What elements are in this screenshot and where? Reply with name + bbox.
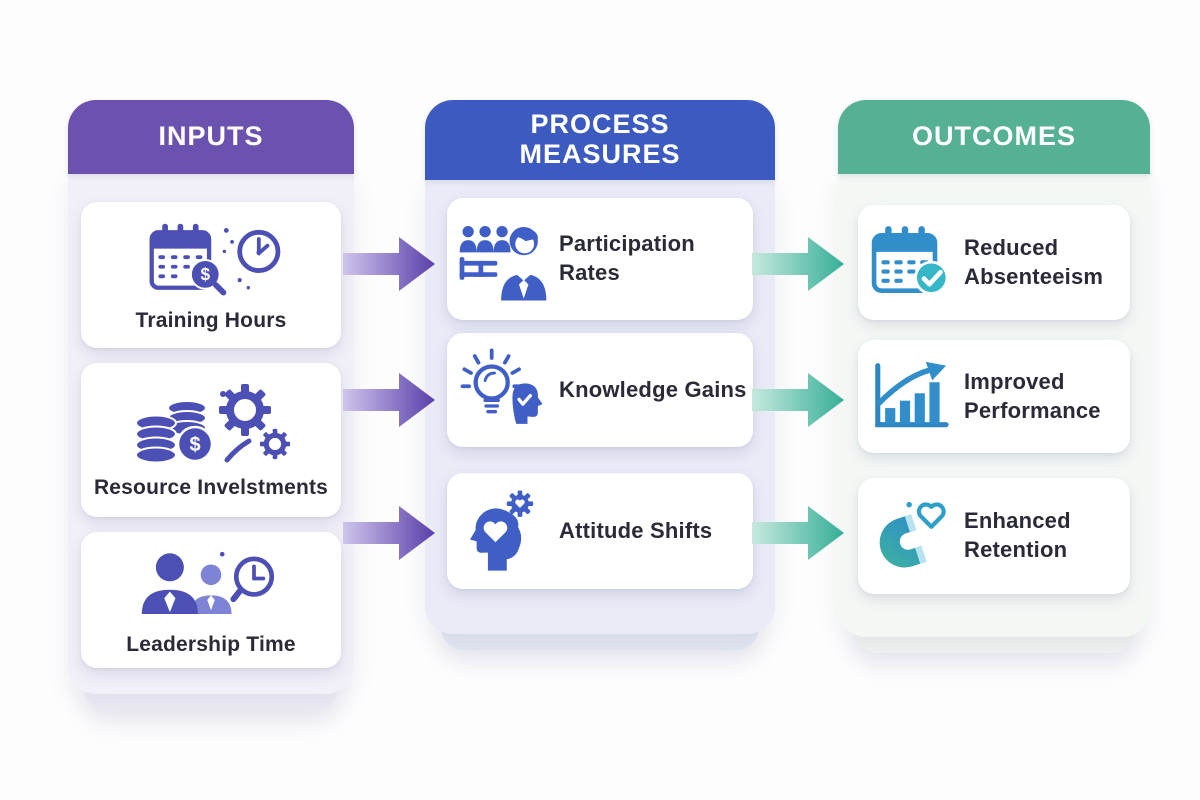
card-training-hours: $ Training Hours: [81, 202, 341, 348]
svg-text:$: $: [200, 264, 210, 284]
column-process-measures: PROCESS MEASURES: [425, 100, 775, 650]
card-label: Leadership Time: [126, 633, 296, 656]
outcomes-header: OUTCOMES: [838, 100, 1150, 174]
arrow-inputs-to-process-3: [343, 506, 435, 560]
process-measures-title: PROCESS MEASURES: [519, 109, 681, 169]
arrow-process-to-outcomes-1: [752, 237, 844, 291]
audience-presenter-icon: [447, 215, 559, 303]
card-label: Reduced Absenteeism: [964, 234, 1104, 289]
arrow-process-to-outcomes-3: [752, 506, 844, 560]
card-improved-performance: Improved Performance: [858, 340, 1130, 453]
card-label: Enhanced Retention: [964, 508, 1071, 562]
outcomes-title: OUTCOMES: [911, 121, 1076, 152]
business-people-clock-icon: [123, 543, 299, 629]
column-outcomes: OUTCOMES Redu: [838, 100, 1150, 653]
coins-dollar-gears-icon: $: [123, 380, 299, 472]
column-inputs: INPUTS $: [68, 100, 354, 710]
svg-text:$: $: [189, 434, 200, 456]
card-leadership-time: Leadership Time: [81, 532, 341, 668]
card-label: Knowledge Gains: [559, 376, 747, 402]
calendar-check-icon: [858, 220, 964, 306]
card-label: Participation Rates: [559, 231, 695, 285]
head-heart-gear-icon: [447, 487, 559, 575]
card-participation-rates: Participation Rates: [447, 198, 753, 320]
card-knowledge-gains: Knowledge Gains: [447, 333, 753, 447]
card-attitude-shifts: Attitude Shifts: [447, 473, 753, 589]
magnet-heart-icon: [858, 493, 964, 579]
card-resource-investments: $: [81, 363, 341, 517]
card-label: Resource Invelstments: [93, 476, 329, 499]
card-label: Improved Performance: [964, 368, 1101, 423]
bar-chart-growth-icon: [858, 354, 964, 440]
arrow-inputs-to-process-1: [343, 237, 435, 291]
card-enhanced-retention: Enhanced Retention: [858, 478, 1130, 594]
calendar-dollar-clock-icon: $: [123, 217, 299, 305]
arrow-process-to-outcomes-2: [752, 373, 844, 427]
lightbulb-head-icon: [447, 346, 559, 434]
card-label: Training Hours: [135, 309, 287, 332]
process-measures-header: PROCESS MEASURES: [425, 100, 775, 180]
card-label: Attitude Shifts: [559, 517, 713, 543]
arrow-inputs-to-process-2: [343, 373, 435, 427]
inputs-header: INPUTS: [68, 100, 354, 174]
card-reduced-absenteeism: Reduced Absenteeism: [858, 205, 1130, 320]
inputs-title: INPUTS: [158, 121, 264, 152]
